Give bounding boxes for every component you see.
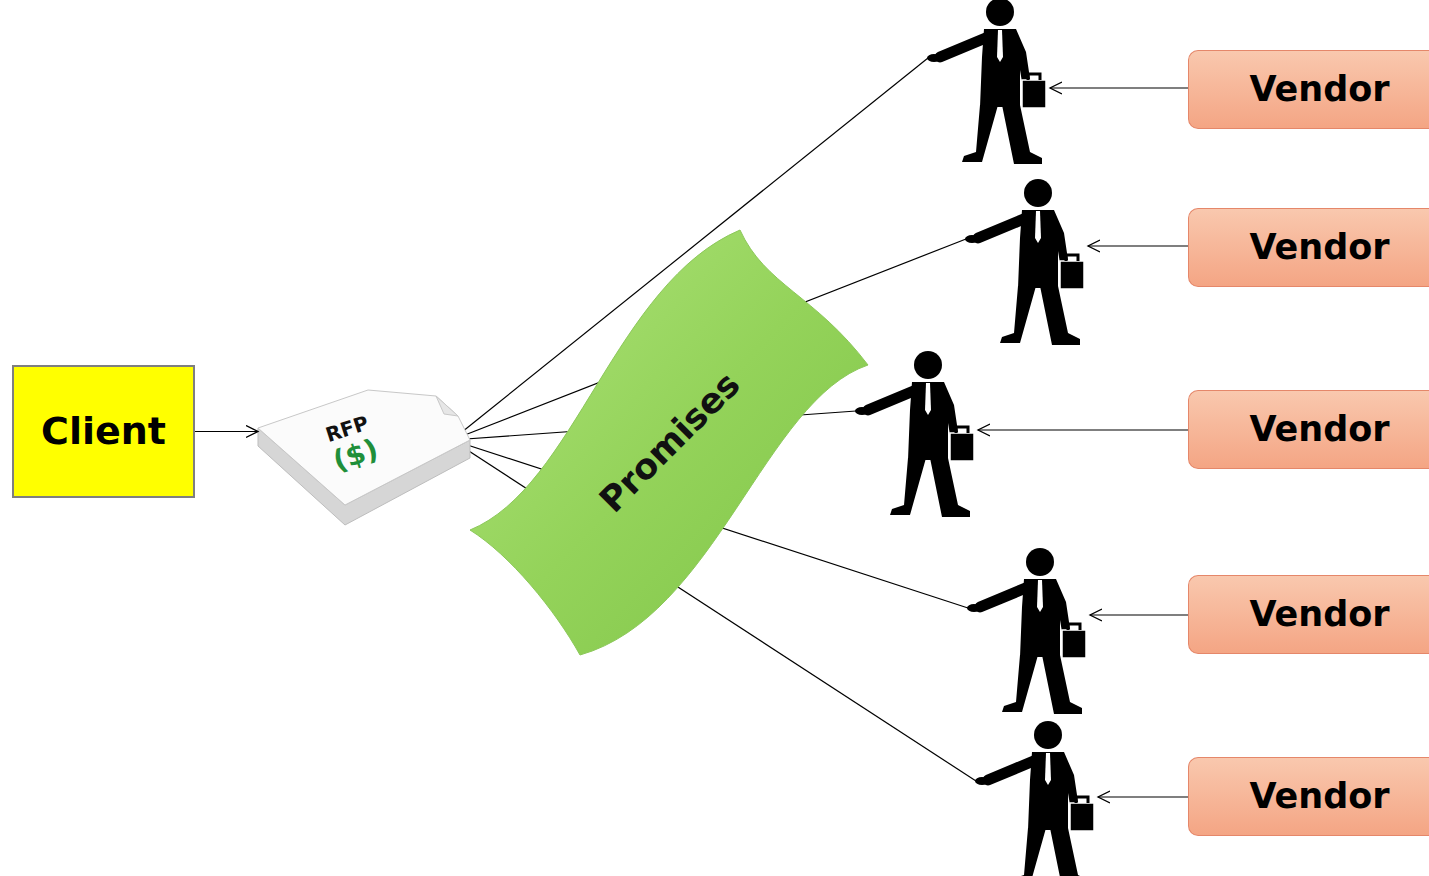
rfp-top: [258, 390, 470, 505]
text-group: Vendor: [1189, 758, 1429, 835]
vendor-box: Vendor: [1188, 757, 1429, 836]
text-group: Vendor: [1189, 209, 1429, 286]
text-group: RFP($): [230, 345, 475, 544]
node-label: Vendor: [1249, 228, 1389, 267]
node-label: Vendor: [1249, 410, 1389, 449]
vendor-box: Vendor: [1188, 50, 1429, 129]
text-group: Vendor: [1189, 391, 1429, 468]
pointer-arrow: [1098, 796, 1188, 797]
pointer-arrow: [978, 429, 1188, 430]
promises-banner: Promises: [465, 225, 875, 660]
pointer-arrow: [1050, 87, 1188, 88]
node-label: Vendor: [1249, 70, 1389, 109]
connector-arrow: [195, 431, 258, 432]
node-label: Promises: [592, 365, 747, 520]
node-label: Client: [41, 411, 166, 453]
businessman-figure: [927, 0, 1046, 164]
businessmen: [855, 0, 1094, 876]
businessman-figure: [967, 548, 1086, 714]
businessman-figure: [975, 721, 1094, 876]
vendor-arrows: [978, 88, 1188, 797]
rfp-document: RFP($): [258, 388, 470, 528]
node-label: Vendor: [1249, 777, 1389, 816]
client-box: Client: [12, 365, 195, 498]
leader-lines: [452, 58, 976, 781]
businessman-figure: [855, 351, 974, 517]
node-label: Vendor: [1249, 595, 1389, 634]
vendor-box: Vendor: [1188, 390, 1429, 469]
pointer-arrow: [1088, 245, 1188, 246]
businessman-figure: [965, 179, 1084, 345]
text-group: Vendor: [1189, 576, 1429, 653]
text-group: Client: [14, 367, 193, 496]
text-group: Vendor: [1189, 51, 1429, 128]
rfp-fold: [436, 396, 458, 416]
vendor-box: Vendor: [1188, 575, 1429, 654]
banner-shape: [470, 230, 868, 655]
pointer-arrow: [1090, 614, 1188, 615]
text-group: Promises: [371, 144, 969, 742]
vendor-box: Vendor: [1188, 208, 1429, 287]
